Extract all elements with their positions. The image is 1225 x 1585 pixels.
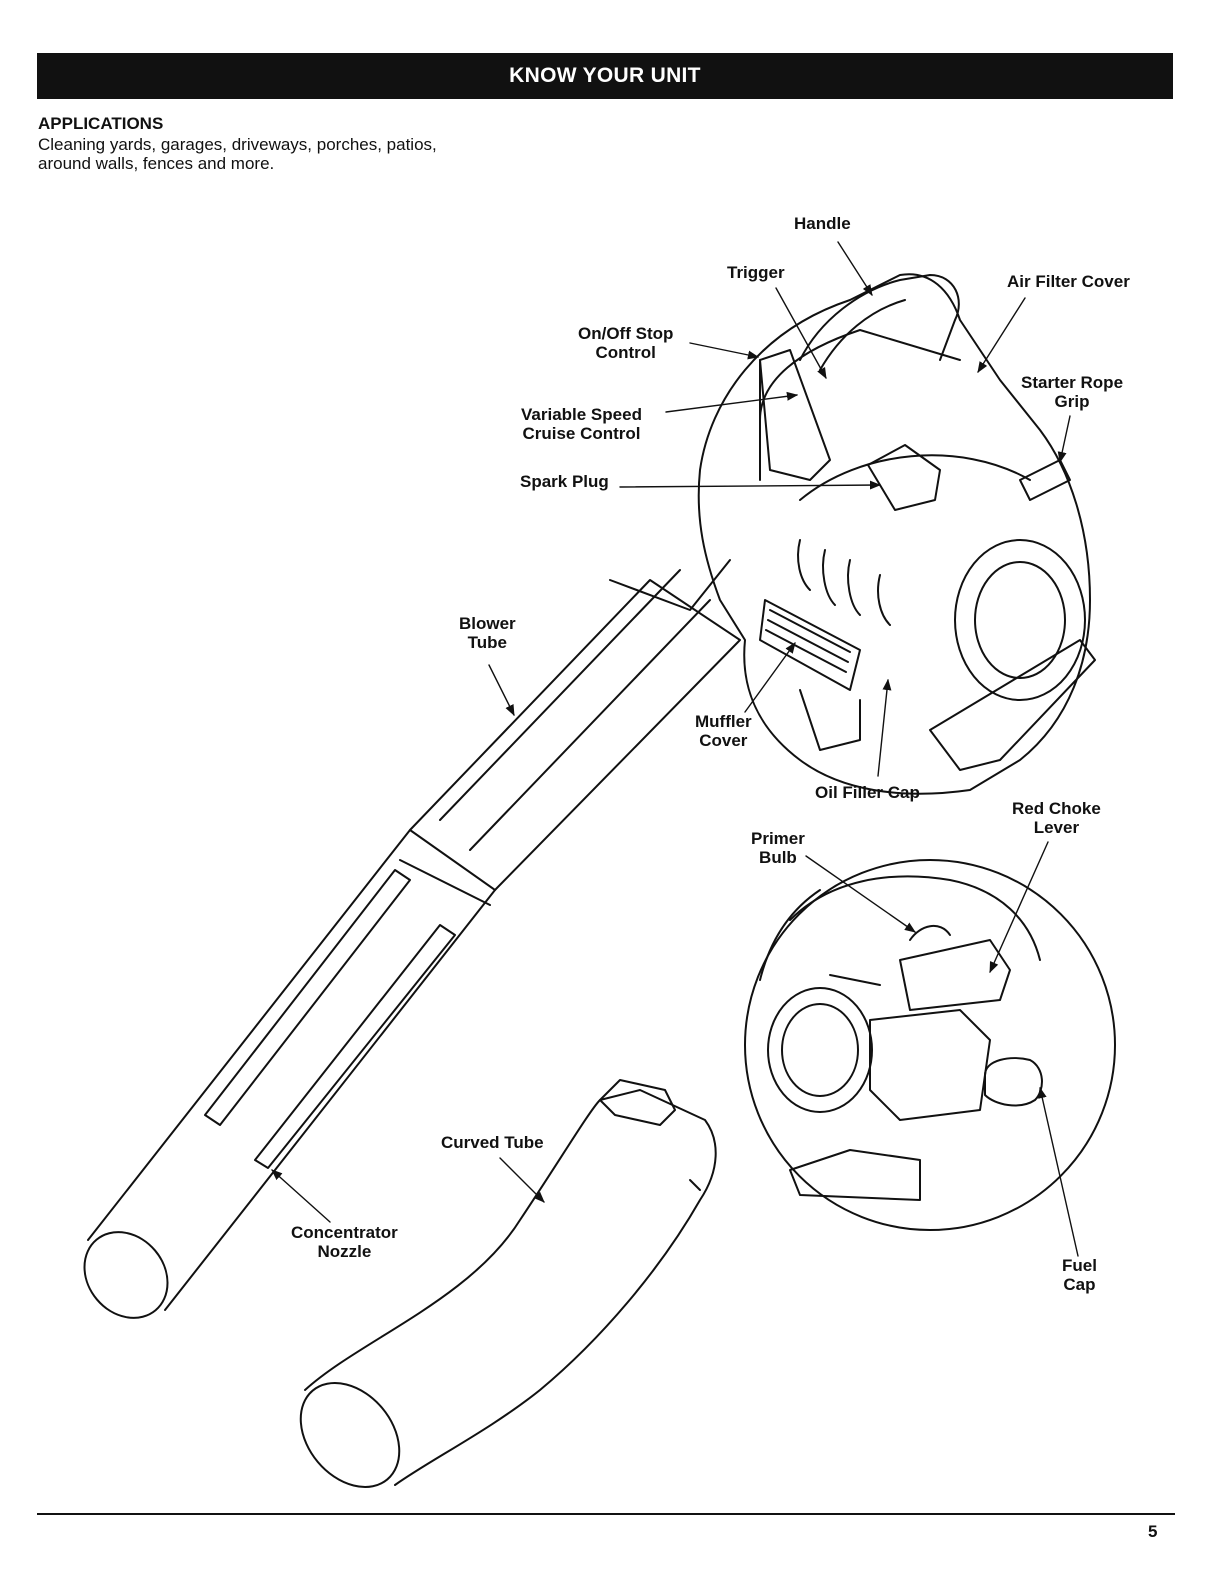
label-oil-filler-cap: Oil Filler Cap (815, 783, 920, 802)
applications-text: Cleaning yards, garages, driveways, porc… (38, 135, 437, 173)
blower-tube-drawing (83, 559, 741, 1319)
curved-tube-drawing (299, 1079, 717, 1488)
label-air-filter-cover: Air Filter Cover (1007, 272, 1130, 291)
section-banner: KNOW YOUR UNIT (37, 53, 1173, 99)
label-trigger: Trigger (727, 263, 785, 282)
label-red-choke-lever: Red Choke Lever (1012, 799, 1101, 837)
label-fuel-cap: Fuel Cap (1062, 1256, 1097, 1294)
label-variable-speed-cruise-control: Variable Speed Cruise Control (521, 405, 642, 443)
label-primer-bulb: Primer Bulb (751, 829, 805, 867)
label-concentrator-nozzle: Concentrator Nozzle (291, 1223, 398, 1261)
label-curved-tube: Curved Tube (441, 1133, 544, 1152)
footer-rule (37, 1513, 1175, 1515)
label-starter-rope-grip: Starter Rope Grip (1021, 373, 1124, 411)
banner-title: KNOW YOUR UNIT (509, 64, 701, 87)
label-blower-tube: Blower Tube (459, 614, 516, 652)
label-spark-plug: Spark Plug (520, 472, 609, 491)
applications-heading: APPLICATIONS (38, 114, 164, 133)
page-number: 5 (1148, 1522, 1158, 1541)
label-on-off-stop-control: On/Off Stop Control (578, 324, 674, 362)
label-handle: Handle (794, 214, 851, 233)
engine-housing-drawing (697, 273, 1096, 795)
choke-primer-detail-drawing (744, 859, 1116, 1231)
label-muffler-cover: Muffler Cover (695, 712, 752, 750)
